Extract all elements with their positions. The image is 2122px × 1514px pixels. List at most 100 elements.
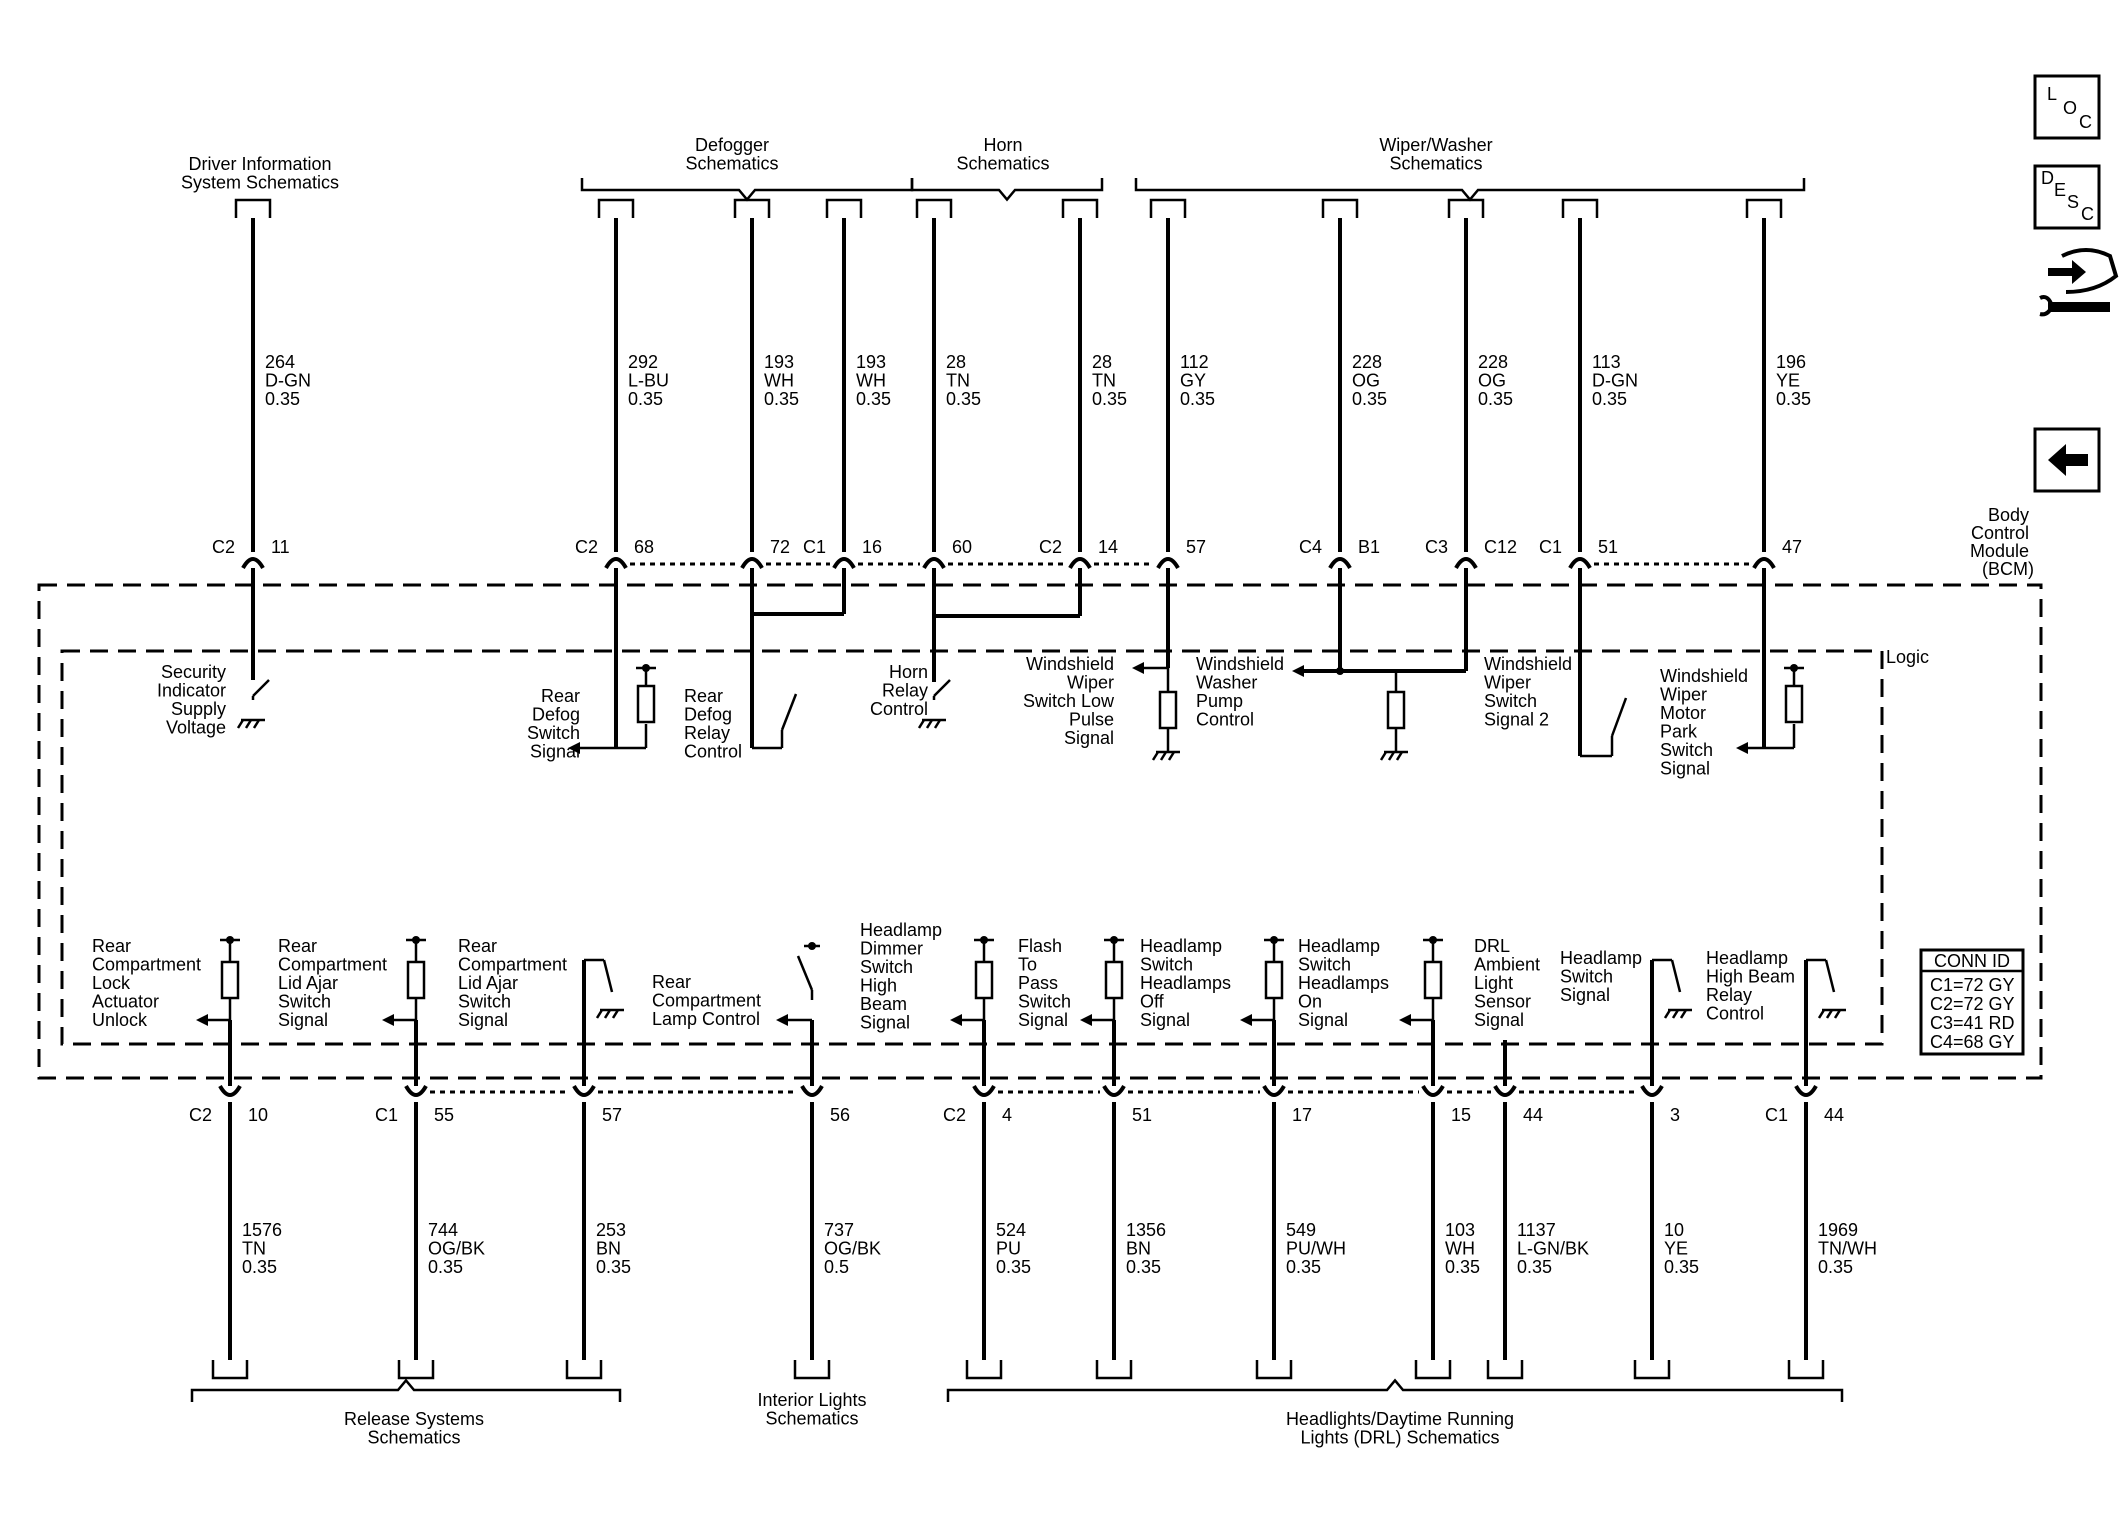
connector-id: C2 (1039, 537, 1062, 557)
conn-id-row: C2=72 GY (1930, 994, 2015, 1014)
pin-number: 51 (1598, 537, 1618, 557)
connector-stub (1095, 1360, 1133, 1380)
group-brace (580, 178, 914, 202)
pin-number: 15 (1451, 1105, 1471, 1125)
wire-segment (602, 959, 614, 993)
conn-id-row: C3=41 RD (1930, 1013, 2015, 1033)
ground-symbol (933, 719, 942, 729)
back-button[interactable] (2033, 427, 2101, 493)
pin-connector (1262, 1084, 1286, 1097)
junction-dot (1336, 667, 1344, 675)
connector-stub (1061, 198, 1099, 218)
pin-number: 4 (1002, 1105, 1012, 1125)
connector-stub (965, 1360, 1003, 1380)
wire-segment (780, 693, 798, 731)
pin-connector (922, 557, 946, 570)
wire-segment (1670, 959, 1682, 993)
wire-segment (1610, 697, 1628, 737)
loc-button[interactable]: L O C (2033, 74, 2101, 140)
pin-connector (1568, 557, 1592, 570)
pin-connector (1102, 1084, 1126, 1097)
pin-connector (1794, 1084, 1818, 1097)
ground-symbol (917, 719, 926, 729)
pin-number: 17 (1292, 1105, 1312, 1125)
connector-id: C2 (943, 1105, 966, 1125)
arrow-left (1080, 1014, 1092, 1026)
connector-stub (1561, 198, 1599, 218)
pin-connector (572, 1084, 596, 1097)
connector-stub (1414, 1360, 1452, 1380)
conn-id-box: CONN ID C1=72 GY C2=72 GY C3=41 RD C4=68… (1919, 948, 2025, 1056)
pin-number: 68 (634, 537, 654, 557)
ground-symbol (1159, 751, 1168, 761)
ground-symbol (1671, 1009, 1680, 1019)
pin-connector (404, 1084, 428, 1097)
pin-number: 44 (1824, 1105, 1844, 1125)
connector-id: C2 (575, 537, 598, 557)
switch (933, 679, 951, 697)
ground-symbol (1379, 751, 1388, 761)
ground-symbol (1825, 1009, 1834, 1019)
pin-connector (832, 557, 856, 570)
junction-dot (1270, 936, 1278, 944)
switch (252, 679, 270, 697)
pin-number: 3 (1670, 1105, 1680, 1125)
pin-number: 51 (1132, 1105, 1152, 1125)
wire-segment (796, 955, 814, 991)
ground-symbol (1663, 1009, 1672, 1019)
ground-symbol (1817, 1009, 1826, 1019)
desc-button[interactable]: D E S C (2033, 164, 2101, 230)
svg-text:S: S (2067, 192, 2079, 212)
pin-connector (1493, 1084, 1517, 1097)
connector-stub (1149, 198, 1187, 218)
arrow-left (1736, 742, 1748, 754)
arrow-left (950, 1014, 962, 1026)
svg-text:L: L (2047, 84, 2057, 104)
connector-stub (1321, 198, 1359, 218)
connector-id: C1 (375, 1105, 398, 1125)
connector-end-view-icon[interactable] (2039, 248, 2119, 317)
arrow-left (776, 1014, 788, 1026)
ground-symbol (1387, 751, 1396, 761)
arrow-left (1292, 665, 1304, 677)
pin-number: 57 (602, 1105, 622, 1125)
pin-connector (241, 557, 265, 570)
pin-connector (1454, 557, 1478, 570)
pin-number: 16 (862, 537, 882, 557)
ground-symbol (252, 719, 261, 729)
junction-dot (226, 936, 234, 944)
resistor (220, 960, 240, 1000)
svg-text:C: C (2079, 112, 2092, 132)
pin-number: 55 (434, 1105, 454, 1125)
arrow-left (1132, 662, 1144, 674)
pin-connector (800, 1084, 824, 1097)
pin-connector (1640, 1084, 1664, 1097)
ground-symbol (603, 1009, 612, 1019)
arrow-left (196, 1014, 208, 1026)
connector-id: C1 (1765, 1105, 1788, 1125)
pin-connector (972, 1084, 996, 1097)
pin-number: B1 (1358, 537, 1380, 557)
group-brace (190, 1378, 622, 1402)
resistor (1158, 690, 1178, 730)
resistor (974, 960, 994, 1000)
svg-text:C: C (2081, 204, 2094, 224)
